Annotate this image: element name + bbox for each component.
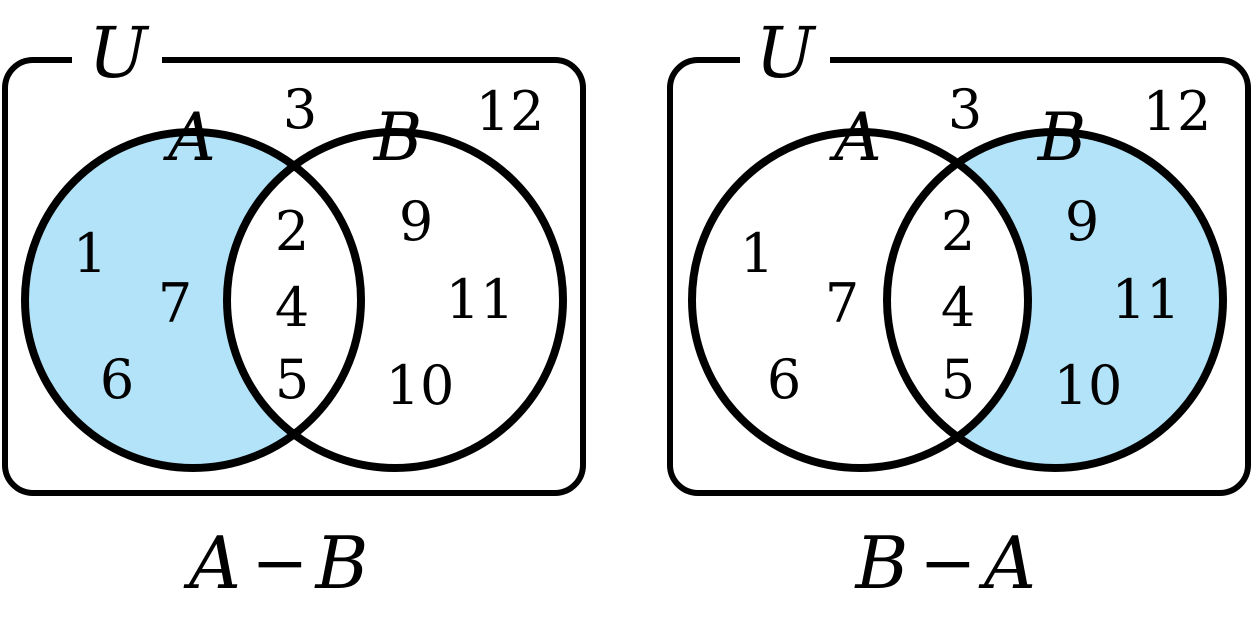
caption-right-set: B	[314, 521, 369, 605]
set-a-circle	[688, 128, 1032, 472]
universe-label: U	[756, 12, 817, 94]
a-only-element: 6	[767, 348, 801, 411]
intersection-element: 2	[941, 200, 975, 263]
set-a-label: A	[162, 99, 216, 176]
set-b-circle	[223, 128, 567, 472]
a-only-element: 1	[73, 222, 107, 285]
a-only-element: 6	[100, 348, 134, 411]
set-b-circle	[883, 128, 1227, 472]
outside-element: 3	[283, 78, 317, 141]
set-b-label: B	[1037, 99, 1087, 176]
venn-panel-a-minus-b: U A B 3 12 1 7 6 2 4 5 9 11 10 A − B	[2, 12, 586, 605]
b-only-element: 9	[1065, 190, 1099, 253]
intersection-element: 4	[275, 276, 309, 339]
caption-operator: −	[920, 524, 977, 603]
caption-left-set: A	[183, 521, 241, 605]
outside-element: 12	[1143, 80, 1212, 143]
set-a-label: A	[828, 99, 882, 176]
set-a-circle	[21, 128, 365, 472]
a-only-element: 7	[158, 272, 192, 335]
intersection-element: 2	[275, 200, 309, 263]
b-only-element: 9	[399, 190, 433, 253]
intersection-element: 5	[275, 348, 309, 411]
outside-element: 12	[476, 80, 545, 143]
a-only-element: 1	[740, 222, 774, 285]
b-only-element: 10	[386, 354, 455, 417]
outside-element: 3	[948, 78, 982, 141]
universe-label: U	[89, 12, 150, 94]
caption: B − A	[854, 521, 1036, 605]
venn-panel-b-minus-a: U A B 3 12 1 7 6 2 4 5 9 11 10 B − A	[667, 12, 1251, 605]
b-only-element: 11	[446, 268, 515, 331]
caption-left-set: B	[854, 521, 909, 605]
caption: A − B	[183, 521, 368, 605]
b-only-element: 11	[1112, 268, 1181, 331]
intersection-element: 4	[941, 276, 975, 339]
a-only-element: 7	[825, 272, 859, 335]
caption-operator: −	[252, 524, 309, 603]
intersection-element: 5	[941, 348, 975, 411]
caption-right-set: A	[978, 521, 1036, 605]
set-b-label: B	[373, 99, 423, 176]
b-only-element: 10	[1054, 354, 1123, 417]
